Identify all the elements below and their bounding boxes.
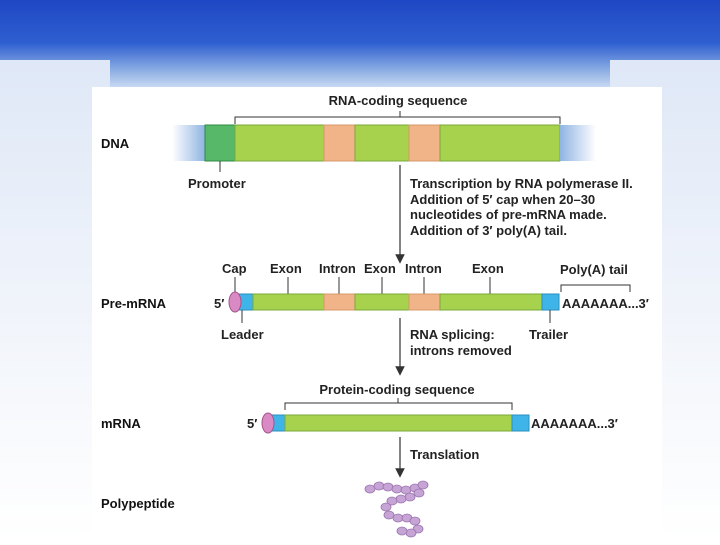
mrna-cap	[261, 412, 275, 434]
splicing-line-2: introns removed	[410, 343, 512, 358]
diagram-panel: RNA-coding sequence DNA Promoter Transcr…	[92, 87, 662, 540]
dna-row-label: DNA	[101, 136, 130, 151]
amino-acid-bead	[380, 502, 392, 512]
exon-label-1: Exon	[270, 261, 302, 276]
trailer-label: Trailer	[529, 327, 568, 342]
transcription-line-1: Transcription by RNA polymerase II.	[410, 176, 633, 191]
amino-acid-bead	[409, 516, 421, 526]
pre-mrna-trailer	[541, 293, 560, 311]
poly-a-bracket	[560, 284, 631, 292]
amino-acid-bead	[391, 484, 403, 494]
pre-mrna-row-label: Pre-mRNA	[101, 296, 167, 311]
pre-mrna-cap	[228, 291, 242, 313]
pre-mrna-five-prime: 5′	[214, 296, 224, 311]
amino-acid-bead	[396, 526, 408, 536]
protein-coding-bracket	[284, 398, 513, 410]
amino-acid-bead	[413, 488, 425, 498]
dna-intron-2	[408, 124, 441, 162]
mrna-row-label: mRNA	[101, 416, 141, 431]
exon-label-3: Exon	[472, 261, 504, 276]
pre-mrna-exon-1	[252, 293, 325, 311]
rna-coding-sequence-label: RNA-coding sequence	[329, 93, 468, 108]
pre-mrna-poly-a: AAAAAAA...3′	[562, 296, 649, 311]
transcription-line-2: Addition of 5′ cap when 20–30	[410, 192, 595, 207]
dna-exon-3	[439, 124, 561, 162]
dna-exon-2	[354, 124, 410, 162]
amino-acid-bead	[383, 510, 395, 520]
pre-mrna-exon-3	[439, 293, 543, 311]
amino-acid-bead	[395, 494, 407, 504]
intron-label-2: Intron	[405, 261, 442, 276]
exon-label-2: Exon	[364, 261, 396, 276]
pre-mrna-intron-2	[408, 293, 441, 311]
gene-expression-diagram: RNA-coding sequence DNA Promoter Transcr…	[101, 93, 649, 538]
dna-exon-1	[234, 124, 325, 162]
left-decoration	[0, 60, 110, 540]
polypeptide-chain	[364, 480, 429, 538]
amino-acid-bead	[405, 528, 417, 538]
amino-acid-bead	[404, 492, 416, 502]
amino-acid-bead	[364, 484, 376, 494]
transcription-line-4: Addition of 3′ poly(A) tail.	[410, 223, 567, 238]
polypeptide-row-label: Polypeptide	[101, 496, 175, 511]
mrna-five-prime: 5′	[247, 416, 257, 431]
amino-acid-bead	[417, 480, 429, 490]
amino-acid-bead	[392, 513, 404, 523]
poly-a-tail-label: Poly(A) tail	[560, 262, 628, 277]
leader-label: Leader	[221, 327, 264, 342]
splicing-line-1: RNA splicing:	[410, 327, 495, 342]
promoter-label: Promoter	[188, 176, 246, 191]
amino-acid-bead	[386, 496, 398, 506]
header-banner	[0, 0, 720, 95]
mrna-poly-a: AAAAAAA...3′	[531, 416, 618, 431]
pre-mrna-exon-2	[354, 293, 410, 311]
dna-promoter-region	[204, 124, 236, 162]
cap-label: Cap	[222, 261, 247, 276]
dna-flank-left	[172, 125, 205, 161]
amino-acid-bead	[382, 482, 394, 492]
pre-mrna-intron-1	[323, 293, 356, 311]
protein-coding-sequence-label: Protein-coding sequence	[319, 382, 474, 397]
mrna-trailer	[511, 414, 530, 432]
amino-acid-bead	[373, 481, 385, 491]
transcription-line-3: nucleotides of pre-mRNA made.	[410, 207, 607, 222]
dna-intron-1	[323, 124, 356, 162]
mrna-coding-region	[284, 414, 513, 432]
translation-label: Translation	[410, 447, 479, 462]
dna-flank-right	[560, 125, 596, 161]
rna-coding-bracket	[234, 111, 561, 124]
intron-label-1: Intron	[319, 261, 356, 276]
